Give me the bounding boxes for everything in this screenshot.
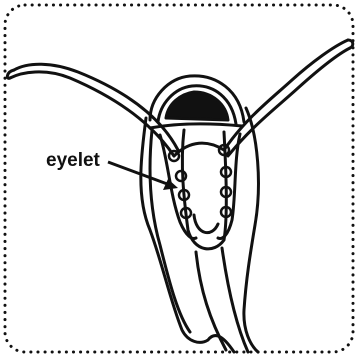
lace-right-strand-b — [228, 48, 350, 156]
eyelet-label: eyelet — [46, 150, 101, 171]
lace-right-strand-a — [224, 40, 348, 150]
tongue-inner — [194, 215, 218, 233]
callout-arrow-shaft — [108, 162, 170, 185]
dotted-border — [5, 5, 353, 352]
lace-right-end — [348, 40, 353, 48]
toe-cap-fill — [166, 92, 228, 120]
eyelet-callout: eyelet — [46, 150, 178, 190]
shoe-illustration — [7, 40, 352, 352]
eyelet-left-2 — [176, 171, 186, 181]
shoe-right-side — [244, 108, 259, 352]
